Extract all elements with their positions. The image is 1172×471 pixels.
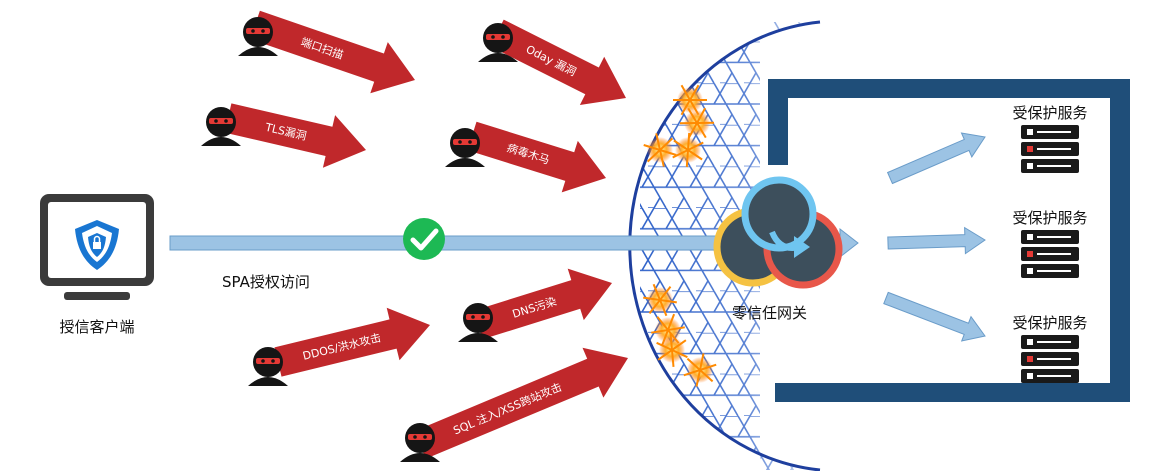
service-arrows bbox=[883, 132, 986, 342]
spark bbox=[656, 333, 688, 367]
spa-access-arrow bbox=[169, 227, 859, 259]
hacker-icon bbox=[201, 107, 241, 146]
server-icon bbox=[1021, 335, 1079, 383]
spark bbox=[673, 84, 707, 116]
server-icon bbox=[1021, 230, 1079, 278]
gateway-logo-icon bbox=[713, 176, 843, 289]
service-arrow bbox=[886, 132, 986, 185]
attack-arrow: TLS漏洞 bbox=[224, 103, 366, 168]
hacker-icon bbox=[458, 303, 498, 342]
attack-arrow: DNS污染 bbox=[473, 268, 612, 340]
spark bbox=[683, 353, 717, 387]
service-arrow bbox=[883, 291, 986, 342]
service-label: 受保护服务 bbox=[1012, 104, 1087, 122]
client-monitor-icon bbox=[40, 194, 154, 300]
hacker-icon bbox=[238, 17, 278, 56]
service-label: 受保护服务 bbox=[1012, 209, 1087, 227]
hacker-icon bbox=[248, 347, 288, 386]
hacker-icon bbox=[478, 23, 518, 62]
client-label: 授信客户端 bbox=[59, 318, 134, 336]
service-arrow bbox=[887, 226, 986, 255]
server-icon bbox=[1021, 125, 1079, 173]
attack-arrow: 端口扫描 bbox=[250, 10, 415, 94]
attack-arrow: 病毒木马 bbox=[467, 121, 606, 193]
service-label: 受保护服务 bbox=[1012, 314, 1087, 332]
hacker-icon bbox=[445, 128, 485, 167]
spa-access-label: SPA授权访问 bbox=[222, 273, 310, 291]
attack-label: SQL 注入/XSS跨站攻击 bbox=[451, 380, 564, 438]
check-icon bbox=[403, 218, 445, 260]
spark bbox=[643, 283, 677, 317]
spark bbox=[679, 107, 715, 139]
impact-sparks bbox=[643, 84, 717, 387]
gateway-label: 零信任网关 bbox=[732, 304, 807, 322]
hacker-icon bbox=[400, 423, 440, 462]
attack-arrow: DDOS/洪水攻击 bbox=[274, 307, 430, 377]
spark bbox=[643, 133, 677, 167]
attack-arrow: SQL 注入/XSS跨站攻击 bbox=[414, 347, 628, 459]
